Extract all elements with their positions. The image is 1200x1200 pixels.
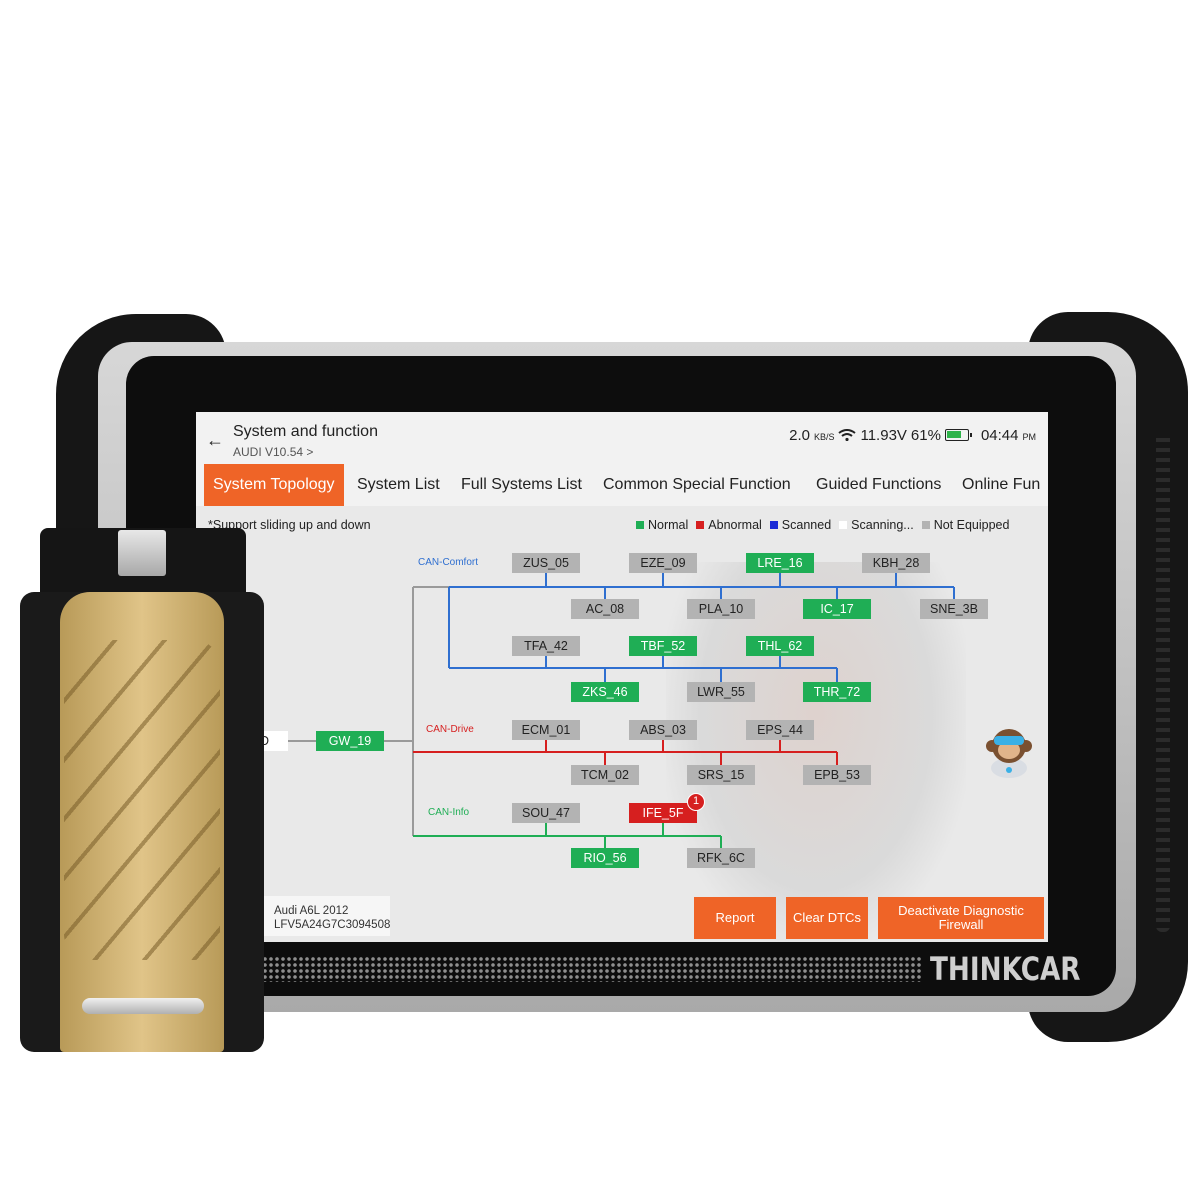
bus-label-can-info: CAN-Info [428,807,470,818]
can-drive-lines [413,740,838,765]
module-node[interactable]: D [258,731,288,751]
status-legend: Normal Abnormal Scanned Scanning... Not … [636,518,1009,532]
assistant-monkey-icon[interactable] [982,722,1036,778]
module-node[interactable]: TCM_02 [571,765,639,785]
bus-label-can-drive: CAN-Drive [426,724,474,735]
speaker-grille [262,956,922,982]
battery-icon [944,429,972,441]
module-node[interactable]: LWR_55 [687,682,755,702]
legend-swatch [696,521,705,529]
module-node[interactable]: RIO_56 [571,848,639,868]
vehicle-vin: LFV5A24G7C3094508 [274,919,391,931]
module-node-gateway[interactable]: GW_19 [316,731,384,751]
module-node[interactable]: THL_62 [746,636,814,656]
module-node[interactable]: EZE_09 [629,553,697,573]
software-version-link[interactable]: AUDI V10.54 > [233,445,314,459]
can-comfort-lines [448,573,955,682]
module-node[interactable]: PLA_10 [687,599,755,619]
legend-label: Abnormal [708,518,762,532]
tab-common-special-function[interactable]: Common Special Function [603,476,791,493]
wifi-icon [838,429,857,441]
legend-normal: Normal [636,518,688,532]
legend-label: Not Equipped [933,518,1010,532]
grip-texture [1156,432,1170,932]
module-node[interactable]: IC_17 [803,599,871,619]
module-node[interactable]: ZUS_05 [512,553,580,573]
scroll-hint: *Support sliding up and down [208,518,371,532]
report-button[interactable]: Report [694,897,776,939]
legend-label: Scanning... [851,518,914,532]
network-speed-unit: KB/S [813,432,835,442]
trunk-lines [288,586,449,837]
tab-guided-functions[interactable]: Guided Functions [816,476,942,493]
module-node[interactable]: AC_08 [571,599,639,619]
clear-dtcs-button[interactable]: Clear DTCs [786,897,868,939]
legend-swatch [921,521,930,529]
clock-ampm: PM [1022,432,1037,442]
module-node[interactable]: ZKS_46 [571,682,639,702]
module-node[interactable]: SNE_3B [920,599,988,619]
back-arrow-icon[interactable]: ← [206,430,224,450]
module-node[interactable]: EPB_53 [803,765,871,785]
module-node[interactable]: SOU_47 [512,803,580,823]
tab-full-systems-list[interactable]: Full Systems List [461,476,582,493]
bus-label-can-comfort: CAN-Comfort [418,557,479,568]
obd-connector-pin [118,530,166,576]
tab-system-topology[interactable]: System Topology [204,464,344,506]
vehicle-model: Audi A6L 2012 [274,905,349,917]
clock-time: 04:44 [980,427,1019,444]
legend-abnormal: Abnormal [696,518,762,532]
obd-dongle-light-bar [82,998,204,1014]
fault-count-badge: 1 [687,793,705,811]
module-node[interactable]: RFK_6C [687,848,755,868]
voltage-readout: 11.93V [860,427,907,444]
topology-diagram [288,573,955,848]
module-node[interactable]: KBH_28 [862,553,930,573]
battery-percent: 61% [910,427,941,444]
deactivate-firewall-button[interactable]: Deactivate Diagnostic Firewall [878,897,1044,939]
module-node[interactable]: ABS_03 [629,720,697,740]
module-node-fault[interactable]: IFE_5F [629,803,697,823]
legend-swatch [839,521,848,529]
module-node[interactable]: LRE_16 [746,553,814,573]
obd-dongle-ridges [64,640,220,960]
legend-swatch [636,521,644,529]
module-node[interactable]: EPS_44 [746,720,814,740]
module-node[interactable]: TBF_52 [629,636,697,656]
tab-bar: System Topology System List Full Systems… [196,464,1048,506]
tab-system-list[interactable]: System List [357,476,440,493]
legend-label: Scanned [781,518,832,532]
module-node[interactable]: SRS_15 [687,765,755,785]
network-speed: 2.0 [789,427,810,444]
module-node[interactable]: ECM_01 [512,720,580,740]
brand-logo: THINKCAR [930,950,1081,988]
vehicle-info: Audi A6L 2012 LFV5A24G7C3094508 [260,896,390,936]
module-node[interactable]: TFA_42 [512,636,580,656]
can-info-lines [413,823,722,848]
page-title: System and function [233,423,378,440]
legend-scanned: Scanned [769,518,832,532]
legend-swatch [769,521,778,529]
legend-scanning: Scanning... [839,518,914,532]
legend-label: Normal [648,518,689,532]
legend-not-equipped: Not Equipped [921,518,1010,532]
tab-online-functions[interactable]: Online Fun [962,476,1041,493]
module-node[interactable]: THR_72 [803,682,871,702]
